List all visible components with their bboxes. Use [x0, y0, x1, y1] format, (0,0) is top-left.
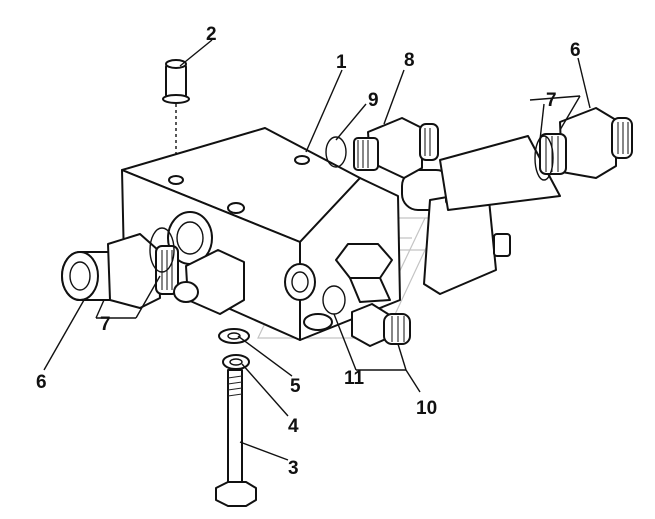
- part-5-plug: [173, 249, 245, 315]
- callout-7-left: 7: [100, 314, 111, 335]
- callout-6-right: 6: [570, 40, 581, 61]
- callout-3: 3: [288, 458, 299, 479]
- callout-4: 4: [288, 416, 299, 437]
- part-5-washer: [218, 328, 250, 344]
- cartridge-front: [335, 243, 393, 303]
- part-8-fitting-upper: [325, 117, 439, 179]
- callout-6-left: 6: [36, 372, 47, 393]
- part-6-fitting-right: [534, 107, 633, 181]
- callout-7-right: 7: [546, 90, 557, 111]
- callout-1: 1: [336, 52, 347, 73]
- part-3-bolt: [215, 369, 257, 507]
- part-6-fitting-left: [61, 227, 179, 309]
- callout-11: 11: [344, 368, 365, 389]
- callout-10: 10: [416, 398, 437, 419]
- callout-5: 5: [290, 376, 301, 397]
- callout-9: 9: [368, 90, 379, 111]
- callout-2: 2: [206, 24, 217, 45]
- valve-housing-right: [439, 135, 561, 211]
- callout-labels: 2 1 8 9 6 7 7 6 5 4 3 11 10: [36, 24, 581, 479]
- leader-lines: [43, 39, 591, 461]
- part-10-fitting-small: [322, 285, 411, 347]
- callout-8: 8: [404, 50, 415, 71]
